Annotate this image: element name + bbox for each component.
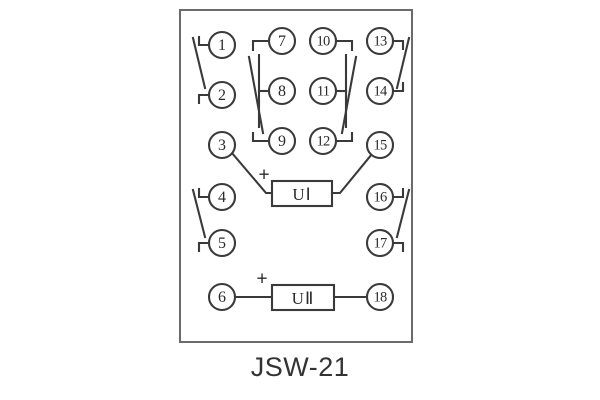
contact-1-2 <box>191 35 211 105</box>
contact-7-8-9 <box>247 39 271 143</box>
coil-u2-label: UⅡ <box>292 289 315 308</box>
terminal-13[interactable]: 13 <box>365 26 395 56</box>
contact-4-5 <box>191 187 211 253</box>
relay-terminal-outline <box>179 9 413 343</box>
terminal-17-label: 17 <box>374 236 387 252</box>
coil-u1-label: UⅠ <box>292 185 311 204</box>
terminal-4-label: 4 <box>218 189 226 206</box>
contact-16-17 <box>391 187 411 253</box>
terminal-11-label: 11 <box>317 84 330 100</box>
terminal-8-label: 8 <box>278 83 286 100</box>
terminal-16-label: 16 <box>374 190 387 206</box>
terminal-10[interactable]: 10 <box>308 26 338 56</box>
terminal-18-label: 18 <box>374 290 387 306</box>
terminal-6[interactable]: 6 <box>207 282 237 312</box>
contact-10-11-12 <box>334 39 358 143</box>
terminal-1[interactable]: 1 <box>207 30 237 60</box>
terminal-2[interactable]: 2 <box>207 80 237 110</box>
terminal-7[interactable]: 7 <box>267 26 297 56</box>
coil-u1-polarity: + <box>258 165 269 186</box>
coil-u2: UⅡ + <box>256 269 336 312</box>
terminal-9[interactable]: 9 <box>267 126 297 156</box>
terminal-4[interactable]: 4 <box>207 182 237 212</box>
terminal-18[interactable]: 18 <box>365 282 395 312</box>
terminal-1-label: 1 <box>218 37 226 54</box>
terminal-5-label: 5 <box>218 235 226 252</box>
terminal-8[interactable]: 8 <box>267 76 297 106</box>
terminal-12[interactable]: 12 <box>308 126 338 156</box>
diagram-caption: JSW-21 <box>250 352 350 382</box>
terminal-12-label: 12 <box>317 134 330 150</box>
wire-3-to-u1 <box>230 151 274 195</box>
terminal-13-label: 13 <box>374 34 387 50</box>
wire-15-to-u1 <box>330 152 374 195</box>
terminal-7-label: 7 <box>278 33 286 50</box>
terminal-3-label: 3 <box>218 137 226 154</box>
terminal-5[interactable]: 5 <box>207 228 237 258</box>
terminal-2-label: 2 <box>218 87 226 104</box>
terminal-11[interactable]: 11 <box>308 76 338 106</box>
terminal-16[interactable]: 16 <box>365 182 395 212</box>
terminal-10-label: 10 <box>317 34 330 50</box>
terminal-14[interactable]: 14 <box>365 76 395 106</box>
terminal-3[interactable]: 3 <box>207 130 237 160</box>
coil-u2-polarity: + <box>256 269 267 290</box>
terminal-15[interactable]: 15 <box>365 130 395 160</box>
coil-u1: UⅠ + <box>258 165 334 208</box>
terminal-15-label: 15 <box>374 138 387 154</box>
terminal-6-label: 6 <box>218 289 226 306</box>
terminal-17[interactable]: 17 <box>365 228 395 258</box>
contact-13-14 <box>391 36 411 93</box>
terminal-14-label: 14 <box>374 84 388 100</box>
terminal-9-label: 9 <box>278 133 286 150</box>
